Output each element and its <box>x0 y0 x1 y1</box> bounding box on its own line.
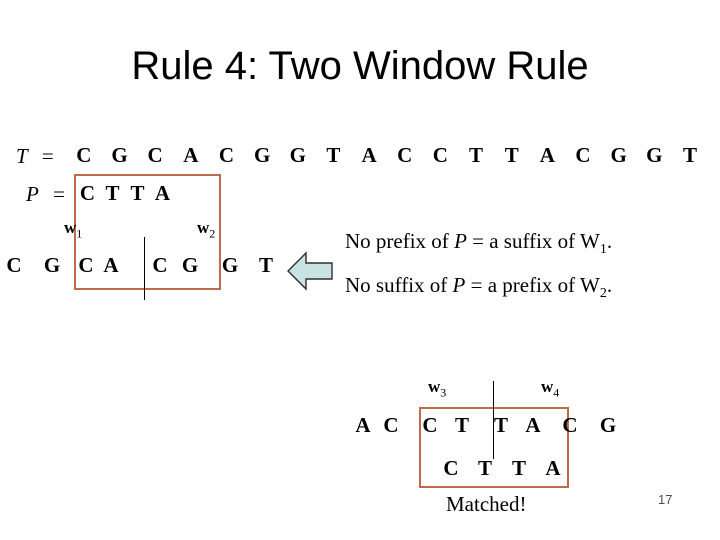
note1-p-italic: P <box>454 229 467 253</box>
t-letter: C <box>432 143 448 167</box>
w4-subscript: 4 <box>553 385 560 400</box>
pattern-match-row: C T T A <box>434 456 570 481</box>
g2-letter: T <box>493 413 508 437</box>
g2-letter: A <box>355 413 371 437</box>
t-letter: G <box>253 143 271 167</box>
note-line-2: No suffix of P = a prefix of W2. <box>345 273 612 302</box>
t-letter: T <box>682 143 697 167</box>
p-letter: A <box>154 181 171 205</box>
text-window-row-1: C G C A C G G T <box>0 253 300 277</box>
g1-letter: G <box>221 253 239 277</box>
note2-subscript: 2 <box>599 286 607 302</box>
g2-letter: C <box>562 413 578 437</box>
t-letter: C <box>575 143 591 167</box>
two-window-box-1 <box>74 174 221 290</box>
two-window-box-2 <box>419 407 569 488</box>
note2-pre: No suffix of <box>345 273 453 297</box>
t-letter: G <box>289 143 306 167</box>
g2-letter: C <box>422 413 438 437</box>
note2-mid: = a prefix of W <box>465 273 600 297</box>
t-letter: T <box>326 143 341 167</box>
w1-subscript: 1 <box>76 226 83 241</box>
window-split-line-1 <box>144 237 145 300</box>
g1-letter: C <box>78 253 94 277</box>
g1-letter: C <box>152 253 168 277</box>
g2-pattern-letter: T <box>511 456 526 480</box>
p-letter: T <box>105 181 120 205</box>
note1-pre: No prefix of <box>345 229 455 253</box>
text-window-row-2: A C C T T A C G <box>0 413 720 437</box>
w2-subscript: 2 <box>209 226 216 241</box>
matched-text: Matched! <box>446 492 527 516</box>
note2-p-italic: P <box>452 273 466 297</box>
note2-period: . <box>606 273 613 297</box>
p-sequence-row: C T T A <box>75 181 175 206</box>
p-sequence-label: P = <box>26 182 66 206</box>
t-letter: C <box>218 143 235 167</box>
g2-pattern-letter: A <box>545 456 561 480</box>
w3-base: w <box>428 377 441 396</box>
w4-base: w <box>541 377 554 396</box>
note1-period: . <box>606 229 613 253</box>
g1-letter: C <box>6 253 22 277</box>
g1-letter: A <box>103 253 119 277</box>
t-letter: A <box>183 143 199 167</box>
page-number: 17 <box>658 492 673 507</box>
window-split-line-2 <box>493 381 494 459</box>
w1-label: w1 <box>64 218 82 241</box>
slide-title: Rule 4: Two Window Rule <box>131 44 589 88</box>
w2-base: w <box>197 218 210 237</box>
t-letter: C <box>147 143 163 167</box>
t-sequence-row: C G C A C G G T A C C T T A C G G T <box>66 143 708 168</box>
g1-letter: G <box>181 253 199 277</box>
p-letter: T <box>130 181 145 205</box>
t-letter: G <box>610 143 627 167</box>
w1-base: w <box>64 218 77 237</box>
t-letter: G <box>111 143 128 167</box>
g2-pattern-letter: T <box>477 456 492 480</box>
t-letter: A <box>539 143 555 167</box>
t-sequence-label: T = <box>16 144 55 168</box>
w3-label: w3 <box>428 377 446 400</box>
note1-subscript: 1 <box>599 242 607 258</box>
w4-label: w4 <box>541 377 559 400</box>
w3-subscript: 3 <box>440 385 447 400</box>
g2-pattern-letter: C <box>443 456 459 480</box>
note-line-1: No prefix of P = a suffix of W1. <box>345 229 612 258</box>
g1-letter: T <box>258 253 273 277</box>
g1-letter: G <box>43 253 61 277</box>
t-letter: T <box>504 143 519 167</box>
t-letter: T <box>469 143 484 167</box>
w2-label: w2 <box>197 218 215 241</box>
p-letter: C <box>79 181 96 205</box>
g2-letter: C <box>383 413 399 437</box>
t-letter: C <box>76 143 92 167</box>
t-letter: G <box>646 143 663 167</box>
t-letter: A <box>361 143 377 167</box>
left-arrow-icon <box>287 251 333 291</box>
note1-mid: = a suffix of W <box>466 229 600 253</box>
g2-letter: A <box>525 413 541 437</box>
t-letter: C <box>397 143 413 167</box>
g2-letter: T <box>454 413 469 437</box>
g2-letter: G <box>599 413 617 437</box>
